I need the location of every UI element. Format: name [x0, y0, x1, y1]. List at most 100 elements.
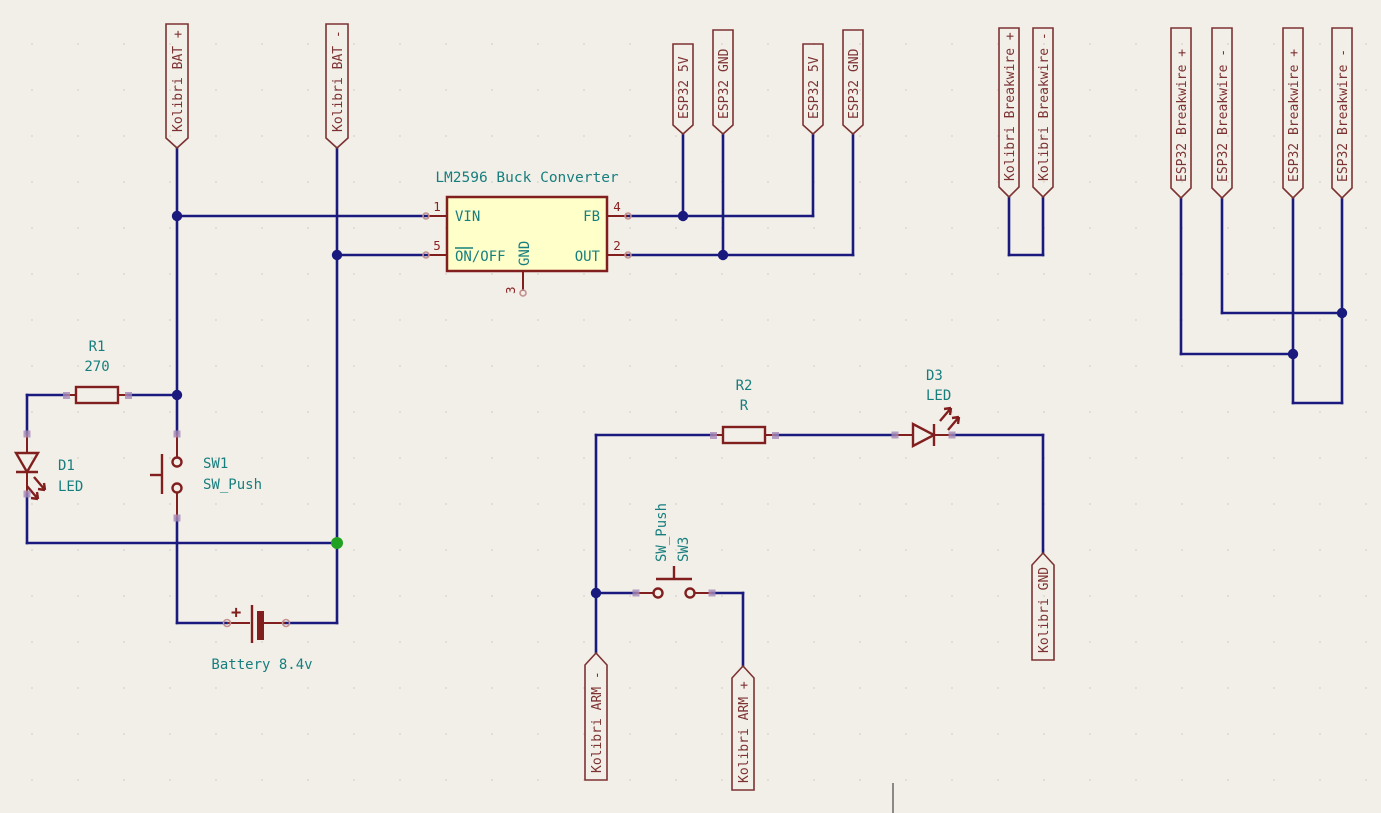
ic-body[interactable] [445, 195, 609, 273]
junction-dot[interactable] [717, 249, 729, 261]
sw3-reference[interactable]: SW3 [676, 537, 692, 562]
pin-end-marker [772, 432, 779, 439]
hier-label-kolibri-arm-plus[interactable]: Kolibri ARM + [731, 664, 755, 791]
net-esp32-breakwire[interactable] [1179, 196, 1344, 405]
component-sw1[interactable]: SW1 SW_Push [150, 430, 262, 522]
pin-end-marker [63, 392, 70, 399]
junction-dot[interactable] [331, 249, 343, 261]
component-battery[interactable]: + Battery 8.4v [211, 603, 312, 673]
led-arrow [33, 476, 47, 492]
hier-label-kolibri-gnd[interactable]: Kolibri GND [1031, 551, 1055, 661]
switch-contact [652, 587, 664, 599]
label-text: ESP32 GND [847, 48, 862, 119]
sw1-reference[interactable]: SW1 [203, 456, 228, 472]
component-r2[interactable]: R2 R [710, 378, 779, 445]
pin-end-marker [173, 514, 181, 522]
battery-plus-sign: + [231, 603, 241, 623]
d1-value[interactable]: LED [58, 479, 83, 495]
component-d1-led[interactable]: D1 LED [13, 430, 83, 501]
junction-dot[interactable] [171, 389, 183, 401]
label-outline [1032, 27, 1054, 199]
hier-label-kolibri-arm-minus[interactable]: Kolibri ARM - [584, 651, 608, 781]
u1-pin2-number: 2 [613, 238, 621, 253]
resistor-body[interactable] [721, 425, 767, 445]
d3-reference[interactable]: D3 [926, 368, 943, 384]
label-text: Kolibri Breakwire + [1003, 32, 1018, 181]
r1-value[interactable]: 270 [84, 359, 109, 375]
resistor-body[interactable] [74, 385, 120, 405]
net-kolibri-breakwire[interactable] [1007, 195, 1045, 257]
hier-label-esp32-breakwire-plus-1[interactable]: ESP32 Breakwire + [1170, 27, 1192, 200]
junction-dot[interactable] [171, 210, 183, 222]
r2-reference[interactable]: R2 [736, 378, 753, 394]
net-arm-led[interactable] [594, 433, 1045, 668]
battery-value[interactable]: Battery 8.4v [211, 657, 312, 673]
junction-dot[interactable] [590, 587, 602, 599]
net-bat-plus[interactable] [25, 146, 429, 625]
led-arrow [947, 415, 961, 431]
pin-end-marker [891, 431, 899, 439]
pin-end-circle [519, 289, 527, 297]
hier-label-esp32-gnd-2[interactable]: ESP32 GND [842, 29, 864, 136]
label-text: Kolibri GND [1037, 567, 1052, 653]
d3-value[interactable]: LED [926, 388, 951, 404]
label-text: ESP32 Breakwire - [1216, 49, 1231, 182]
hier-label-esp32-5v-1[interactable]: ESP32 5V [672, 43, 694, 136]
junction-dot[interactable] [1336, 307, 1348, 319]
label-outline [802, 43, 824, 136]
led-arrow [26, 485, 40, 501]
pin-end-circle [624, 251, 632, 259]
junction-dot[interactable] [1287, 348, 1299, 360]
label-outline [1170, 27, 1192, 200]
hier-label-kolibri-bat-plus[interactable]: Kolibri BAT + [165, 23, 189, 150]
label-text: Kolibri ARM + [737, 681, 752, 783]
hier-label-esp32-5v-2[interactable]: ESP32 5V [802, 43, 824, 136]
label-outline [672, 43, 694, 136]
hier-label-esp32-breakwire-plus-2[interactable]: ESP32 Breakwire + [1282, 27, 1304, 200]
hier-label-esp32-gnd-1[interactable]: ESP32 GND [712, 29, 734, 136]
label-outline [712, 29, 734, 136]
sw1-value[interactable]: SW_Push [203, 477, 262, 493]
u1-pin4-number: 4 [613, 199, 621, 214]
label-outline [1282, 27, 1304, 200]
label-text: Kolibri ARM - [590, 671, 605, 773]
u1-pin1-number: 1 [433, 199, 441, 214]
hier-label-esp32-breakwire-minus-1[interactable]: ESP32 Breakwire - [1211, 27, 1233, 200]
switch-contact [684, 587, 696, 599]
hier-label-kolibri-breakwire-plus[interactable]: Kolibri Breakwire + [998, 27, 1020, 199]
net-esp32-5v[interactable] [625, 132, 815, 218]
led-triangle[interactable] [911, 422, 937, 448]
label-outline [1031, 551, 1055, 661]
label-text: ESP32 5V [807, 56, 822, 119]
pin-end-marker [173, 430, 181, 438]
r2-value[interactable]: R [740, 398, 749, 414]
component-r1[interactable]: R1 270 [63, 339, 132, 405]
net-esp32-gnd[interactable] [625, 132, 855, 257]
battery-negative-plate [257, 611, 264, 640]
component-sw3[interactable]: SW_Push SW3 [632, 503, 716, 599]
hier-label-esp32-breakwire-minus-2[interactable]: ESP32 Breakwire - [1331, 27, 1353, 200]
hier-label-kolibri-bat-minus[interactable]: Kolibri BAT - [325, 23, 349, 150]
junction-dot[interactable] [677, 210, 689, 222]
pin-end-marker [710, 432, 717, 439]
pin-end-marker [125, 392, 132, 399]
pin-end-marker [23, 430, 31, 438]
r1-reference[interactable]: R1 [89, 339, 106, 355]
label-text: ESP32 GND [717, 48, 732, 119]
hier-label-kolibri-breakwire-minus[interactable]: Kolibri Breakwire - [1032, 27, 1054, 199]
component-d3-led[interactable]: D3 LED [891, 368, 961, 448]
component-u1-lm2596[interactable]: LM2596 Buck Converter 1 VIN 5 ON/OFF 4 F… [422, 170, 632, 297]
net-bat-minus[interactable] [335, 146, 429, 545]
pin-end-marker [948, 431, 956, 439]
led-triangle[interactable] [13, 451, 41, 475]
u1-title[interactable]: LM2596 Buck Converter [435, 170, 619, 186]
pin-end-marker [708, 589, 716, 597]
label-text: ESP32 5V [677, 56, 692, 119]
label-outline [1211, 27, 1233, 200]
d1-reference[interactable]: D1 [58, 458, 75, 474]
u1-pin3-name: GND [517, 241, 533, 266]
pin-end-circle [422, 212, 430, 220]
junction-dot-green[interactable] [331, 537, 343, 549]
label-outline [1331, 27, 1353, 200]
sw3-value[interactable]: SW_Push [654, 503, 670, 562]
